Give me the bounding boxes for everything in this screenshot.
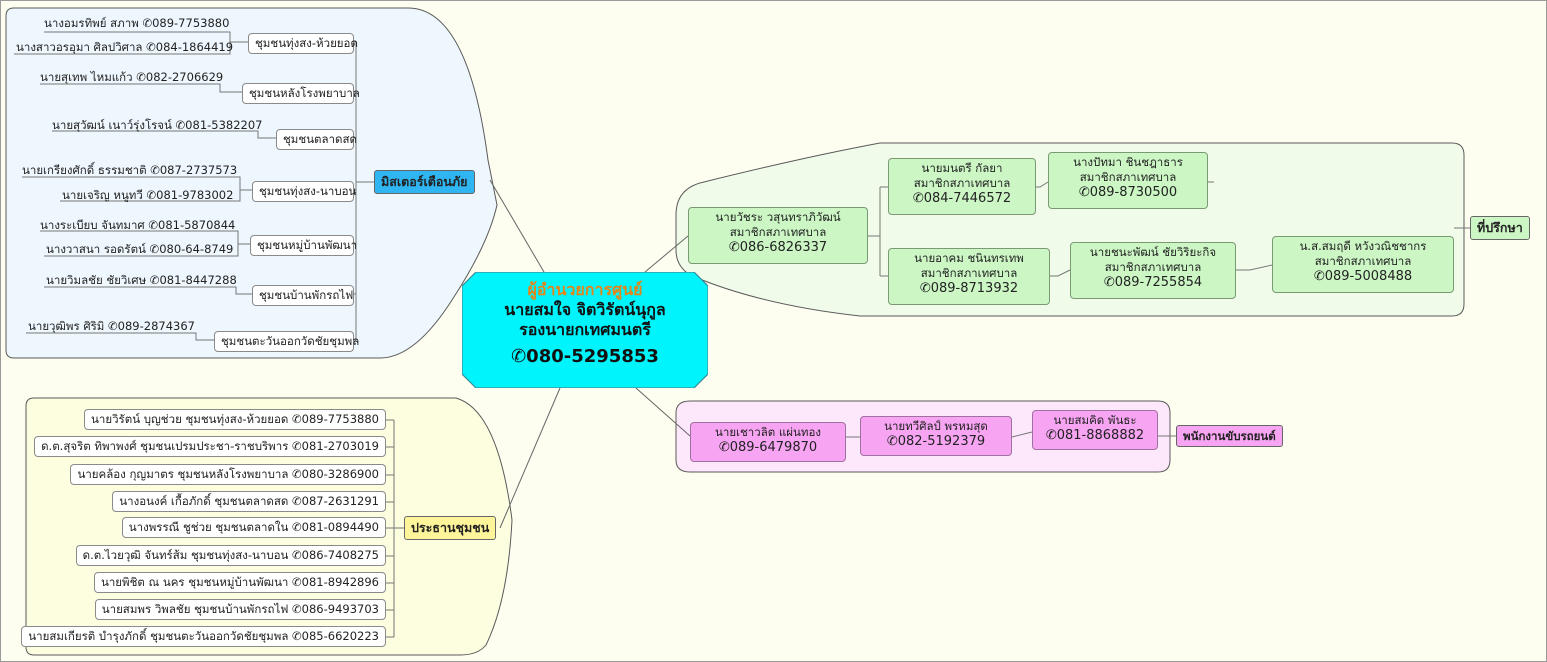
- driver-name: นายเชาวลิต แผ่นทอง: [715, 425, 821, 439]
- mister-person: นางสาวอรอุมา ศิลปวิศาล ✆084-1864419: [16, 40, 234, 54]
- chairman-item[interactable]: นายคล้อง กุญมาตร ชุมชนหลังโรงพยาบาล ✆080…: [70, 464, 386, 485]
- advisor-position: สมาชิกสภาเทศบาล: [1104, 260, 1202, 274]
- community-box[interactable]: ชุมชนบ้านพักรถไฟ: [252, 285, 354, 306]
- driver-node[interactable]: นายเชาวลิต แผ่นทอง ✆089-6479870: [690, 422, 846, 462]
- advisor-node[interactable]: นายชนะพัฒน์ ชัยวิริยะกิจ สมาชิกสภาเทศบาล…: [1070, 242, 1236, 299]
- advisor-phone: ✆089-5008488: [1313, 269, 1413, 284]
- advisor-name: นายมนตรี กัลยา: [921, 161, 1003, 175]
- advisor-position: สมาชิกสภาเทศบาล: [913, 176, 1011, 190]
- community-box[interactable]: ชุมชนตลาดสด: [276, 129, 357, 150]
- advisor-phone: ✆089-7255854: [1103, 275, 1203, 290]
- advisor-position: สมาชิกสภาเทศบาล: [1079, 170, 1177, 184]
- mister-person: นายสุวัฒน์ เนาว์รุ่งโรจน์ ✆081-5382207: [52, 118, 263, 132]
- advisor-hub[interactable]: ที่ปรึกษา: [1470, 216, 1530, 240]
- driver-phone: ✆081-8868882: [1045, 428, 1145, 443]
- advisor-position: สมาชิกสภาเทศบาล: [729, 225, 827, 239]
- chairman-item[interactable]: นายสมเกียรติ บำรุงภักดิ์ ชุมชนตะวันออกวั…: [21, 626, 386, 647]
- center-phone: ✆080-5295853: [511, 346, 659, 367]
- mister-region: [5, 7, 498, 359]
- driver-node[interactable]: นายสมคิด พันธะ ✆081-8868882: [1032, 410, 1158, 450]
- center-title: รองนายกเทศมนตรี: [519, 320, 651, 339]
- chairman-item[interactable]: ด.ต.ไวยวุฒิ จันทร์ส้ม ชุมชนทุ่งสง-นาบอน …: [75, 545, 386, 566]
- driver-name: นายทวีศิลป์ พรหมสุด: [884, 419, 988, 433]
- driver-phone: ✆082-5192379: [886, 434, 986, 449]
- advisor-phone: ✆084-7446572: [912, 191, 1012, 206]
- advisor-node[interactable]: นายมนตรี กัลยา สมาชิกสภาเทศบาล ✆084-7446…: [888, 158, 1036, 215]
- chairman-item[interactable]: นายวิรัตน์ บุญช่วย ชุมชนทุ่งสง-ห้วยยอด ✆…: [84, 409, 386, 430]
- mister-hub[interactable]: มิสเตอร์เตือนภัย: [374, 170, 475, 194]
- mister-person: นายวิมลชัย ชัยวิเศษ ✆081-8447288: [46, 273, 237, 287]
- community-box[interactable]: ชุมชนทุ่งสง-นาบอน: [252, 181, 356, 202]
- chairman-item[interactable]: นายสมพร วิพลชัย ชุมชนบ้านพักรถไฟ ✆086-94…: [94, 599, 386, 620]
- mister-person: นางอมรทิพย์ สภาพ ✆089-7753880: [44, 16, 230, 30]
- driver-hub[interactable]: พนักงานขับรถยนต์: [1176, 425, 1283, 447]
- advisor-name: น.ส.สมฤดี หวังวณิชชากร: [1299, 239, 1427, 253]
- community-box[interactable]: ชุมชนหลังโรงพยาบาล: [242, 83, 360, 104]
- chairman-item[interactable]: ด.ต.สุจริต ทิพาพงศ์ ชุมชนเปรมประชา-ราชบร…: [34, 436, 386, 457]
- mister-person: นางระเบียบ จันทมาศ ✆081-5870844: [40, 218, 236, 232]
- center-node[interactable]: ผู้อำนวยการศูนย์ นายสมใจ จิตวิรัตน์นุกูล…: [462, 272, 708, 388]
- advisor-position: สมาชิกสภาเทศบาล: [1314, 254, 1412, 268]
- advisor-root-node[interactable]: นายวัชระ วสุนทราภิวัฒน์ สมาชิกสภาเทศบาล …: [688, 207, 868, 264]
- driver-name: นายสมคิด พันธะ: [1053, 413, 1137, 427]
- mister-person: นายเกรียงศักดิ์ ธรรมชาติ ✆087-2737573: [22, 163, 238, 177]
- community-box[interactable]: ชุมชนทุ่งสง-ห้วยยอด: [248, 33, 358, 54]
- community-box[interactable]: ชุมชนตะวันออกวัดชัยชุมพล: [214, 331, 359, 352]
- driver-node[interactable]: นายทวีศิลป์ พรหมสุด ✆082-5192379: [860, 416, 1012, 456]
- center-role: ผู้อำนวยการศูนย์: [527, 280, 643, 299]
- advisor-name: นายวัชระ วสุนทราภิวัฒน์: [715, 210, 841, 224]
- advisor-phone: ✆089-8713932: [919, 281, 1019, 296]
- chairman-item[interactable]: นายพิชิต ณ นคร ชุมชนหมู่บ้านพัฒนา ✆081-8…: [93, 572, 386, 593]
- center-name: นายสมใจ จิตวิรัตน์นุกูล: [504, 300, 666, 319]
- mister-person: นางวาสนา รอดรัตน์ ✆080-64-8749: [46, 242, 234, 256]
- advisor-name: นายอาคม ชนินทรเทพ: [914, 251, 1024, 265]
- mister-person: นายวุฒิพร ศิริมิ ✆089-2874367: [28, 319, 195, 333]
- advisor-phone: ✆086-6826337: [728, 240, 828, 255]
- advisor-node[interactable]: นายอาคม ชนินทรเทพ สมาชิกสภาเทศบาล ✆089-8…: [888, 248, 1050, 305]
- center-octagon-shape: [462, 272, 708, 388]
- mister-person: นายสุเทพ ไหมแก้ว ✆082-2706629: [40, 70, 224, 84]
- advisor-phone: ✆089-8730500: [1078, 185, 1178, 200]
- community-box[interactable]: ชุมชนหมู่บ้านพัฒนา: [250, 235, 357, 256]
- advisor-position: สมาชิกสภาเทศบาล: [920, 266, 1018, 280]
- chairman-item[interactable]: นางอนงค์ เกื้อภักดิ์ ชุมชนตลาดสด ✆087-26…: [112, 491, 386, 512]
- advisor-node[interactable]: น.ส.สมฤดี หวังวณิชชากร สมาชิกสภาเทศบาล ✆…: [1272, 236, 1454, 293]
- advisor-node[interactable]: นางปัทมา ชินชฎาธาร สมาชิกสภาเทศบาล ✆089-…: [1048, 152, 1208, 209]
- advisor-name: นางปัทมา ชินชฎาธาร: [1073, 155, 1183, 169]
- chairman-item[interactable]: นางพรรณี ชูช่วย ชุมชนตลาดใน ✆081-0894490: [121, 517, 386, 538]
- advisor-name: นายชนะพัฒน์ ชัยวิริยะกิจ: [1089, 245, 1217, 259]
- mister-person: นายเจริญ หนูทวี ✆081-9783002: [62, 188, 234, 202]
- chairman-hub[interactable]: ประธานชุมชน: [404, 516, 497, 540]
- driver-phone: ✆089-6479870: [718, 440, 818, 455]
